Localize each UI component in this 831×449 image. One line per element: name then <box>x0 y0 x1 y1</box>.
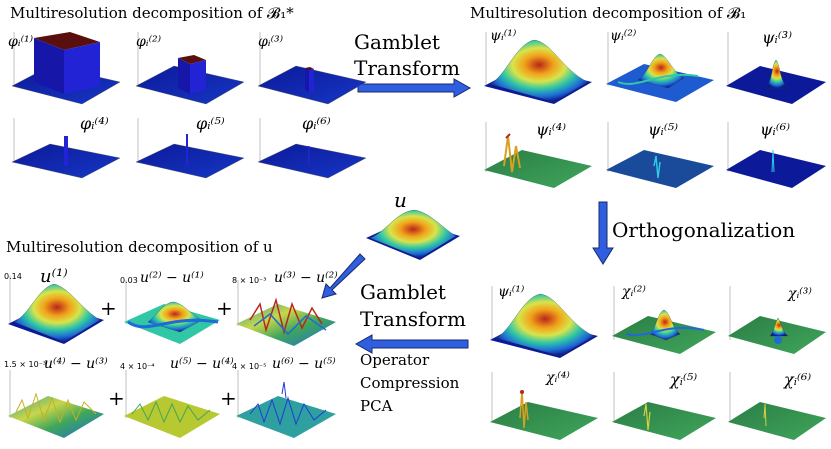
gamblet-transform-label-top: Gamblet <box>354 30 440 54</box>
chi-plot-4 <box>482 366 600 444</box>
psi-plot-6 <box>718 116 828 192</box>
arrow-down-orthogonalization <box>592 201 614 265</box>
u-term-label-3: u⁽³⁾ − u⁽²⁾ <box>274 270 338 286</box>
plus-sign-2: + <box>216 296 233 320</box>
chi-plot-6 <box>720 366 828 444</box>
psi-plot-4 <box>476 116 594 192</box>
psi-label-4: ψᵢ⁽⁴⁾ <box>536 120 567 139</box>
phi-label-4: φᵢ⁽⁴⁾ <box>80 114 109 133</box>
psi-label-1: ψᵢ⁽¹⁾ <box>490 28 517 44</box>
phi-plot-4 <box>4 112 122 182</box>
phi-label-1: φᵢ⁽¹⁾ <box>8 34 34 50</box>
u-term-plot-5 <box>118 364 222 442</box>
psi-label-5: ψᵢ⁽⁵⁾ <box>648 120 679 139</box>
orthogonalization-label: Orthogonalization <box>612 218 796 242</box>
chi-plot-3 <box>720 278 828 362</box>
phi-plot-3 <box>250 24 368 108</box>
u-section-title: Multiresolution decomposition of u <box>6 238 273 256</box>
pca-label: PCA <box>360 397 393 415</box>
chi-label-6: χᵢ⁽⁶⁾ <box>784 370 812 389</box>
operator-label: Operator <box>360 351 430 369</box>
psi-label-3: ψᵢ⁽³⁾ <box>762 28 793 47</box>
u-term-plot-6 <box>230 364 340 442</box>
u-term-label-2: u⁽²⁾ − u⁽¹⁾ <box>140 270 204 286</box>
u-term-scale-5: 4 × 10⁻⁴ <box>120 362 155 371</box>
psi-label-2: ψᵢ⁽²⁾ <box>610 28 637 44</box>
chi-plot-2 <box>604 278 718 362</box>
chi-label-5: χᵢ⁽⁵⁾ <box>670 370 698 389</box>
u-term-scale-2: 0.03 <box>120 276 138 285</box>
u-term-scale-3: 8 × 10⁻³ <box>232 276 267 285</box>
phi-label-2: φᵢ⁽²⁾ <box>136 34 162 50</box>
phi-plot-5 <box>128 112 246 182</box>
arrow-right-top <box>357 78 472 98</box>
u-plot <box>362 196 462 276</box>
psi-plot-5 <box>598 116 716 192</box>
arrow-left-bottom <box>354 334 469 354</box>
psi-plot-3 <box>718 24 828 108</box>
phi-label-5: φᵢ⁽⁵⁾ <box>196 114 225 133</box>
chi-plot-1 <box>482 278 600 362</box>
u-term-label-1: u⁽¹⁾ <box>40 266 68 287</box>
u-term-scale-1: 0.14 <box>4 272 22 281</box>
phi-label-6: φᵢ⁽⁶⁾ <box>302 114 331 133</box>
plus-sign-4: + <box>220 386 237 410</box>
u-term-scale-4: 1.5 × 10⁻³ <box>4 360 47 369</box>
u-term-plot-4 <box>2 364 106 442</box>
u-term-plot-2 <box>118 274 222 348</box>
u-term-plot-3 <box>230 274 340 350</box>
plus-sign-1: + <box>100 296 117 320</box>
psi-plot-1 <box>476 24 594 108</box>
gamblet-transform-label-bottom-2: Transform <box>360 307 466 331</box>
phi-section-title: Multiresolution decomposition of 𝓑₁* <box>10 4 294 22</box>
plus-sign-3: + <box>108 386 125 410</box>
psi-plot-2 <box>598 24 716 108</box>
u-label: u <box>394 188 407 212</box>
chi-label-4: χᵢ⁽⁴⁾ <box>546 370 570 386</box>
u-term-scale-6: 4 × 10⁻⁵ <box>232 362 267 371</box>
compression-label: Compression <box>360 374 460 392</box>
phi-label-3: φᵢ⁽³⁾ <box>258 34 284 50</box>
phi-plot-6 <box>250 112 368 182</box>
phi-plot-2 <box>128 24 246 108</box>
u-term-plot-1 <box>2 268 106 348</box>
psi-section-title: Multiresolution decomposition of 𝓑₁ <box>470 4 747 22</box>
psi-label-6: ψᵢ⁽⁶⁾ <box>760 120 791 139</box>
chi-label-1: ψᵢ⁽¹⁾ <box>498 284 525 300</box>
chi-plot-5 <box>604 366 718 444</box>
u-term-label-5: u⁽⁵⁾ − u⁽⁴⁾ <box>170 356 234 372</box>
phi-plot-1 <box>4 24 122 108</box>
chi-label-2: χᵢ⁽²⁾ <box>622 284 646 300</box>
gamblet-transform-label-top-2: Transform <box>354 56 460 80</box>
chi-label-3: χᵢ⁽³⁾ <box>788 286 812 302</box>
u-term-label-4: u⁽⁴⁾ − u⁽³⁾ <box>44 356 108 372</box>
gamblet-transform-label-bottom: Gamblet <box>360 280 446 304</box>
u-term-label-6: u⁽⁶⁾ − u⁽⁵⁾ <box>272 356 336 372</box>
arrow-diagonal-to-u <box>321 253 366 299</box>
